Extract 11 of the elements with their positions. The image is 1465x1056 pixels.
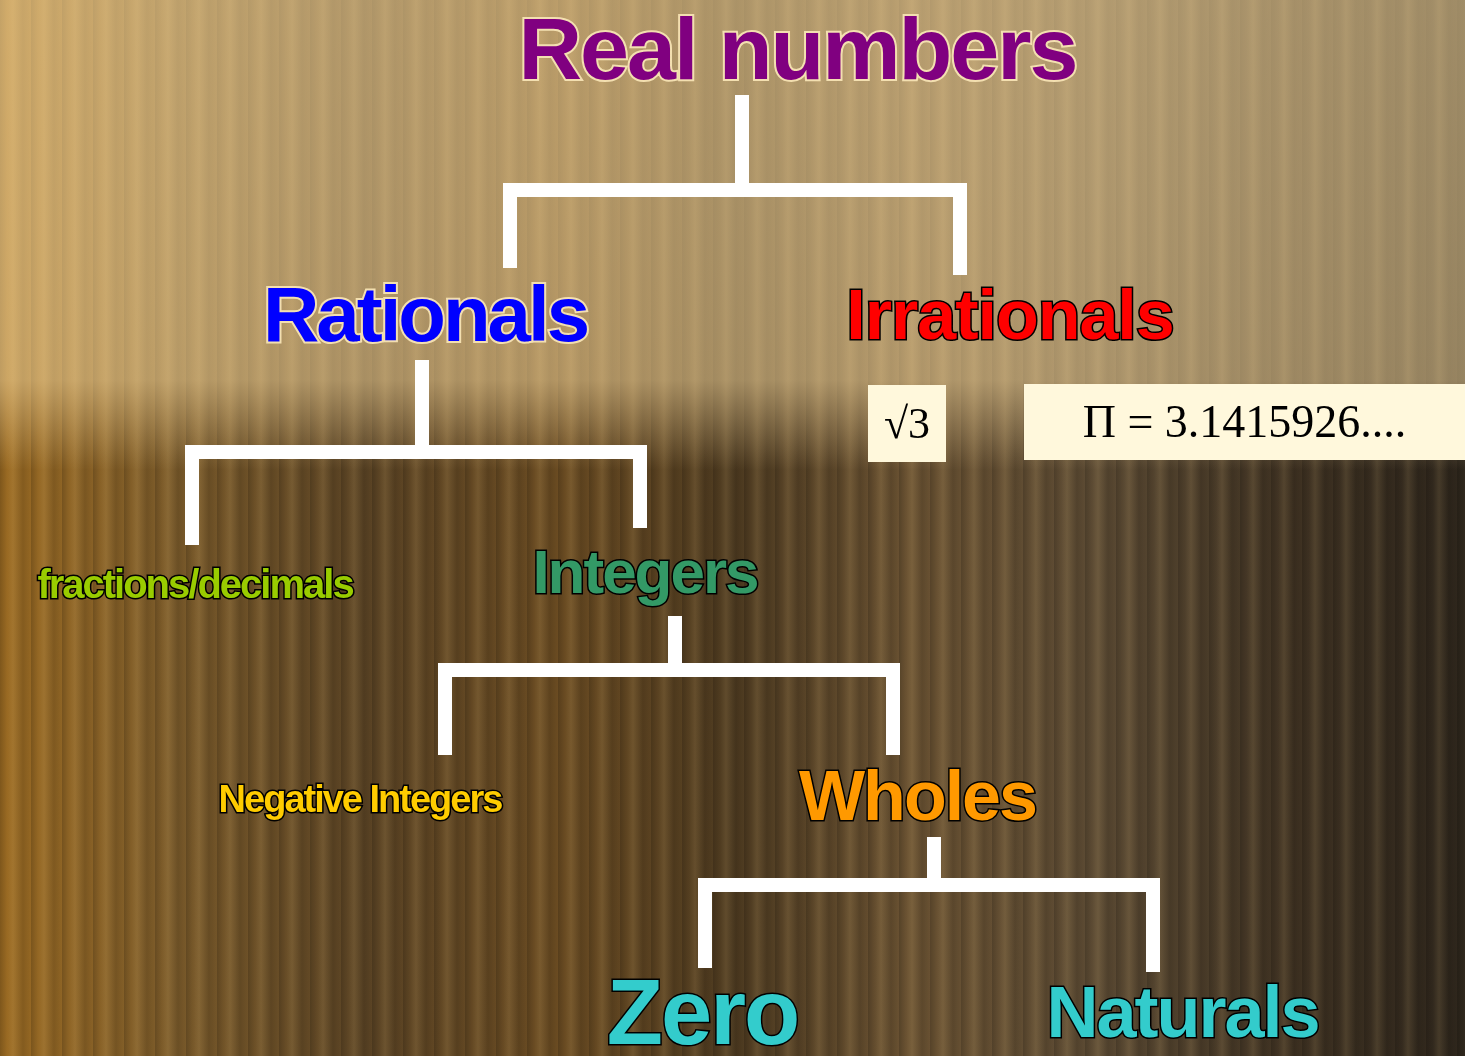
category-label: Irrationals <box>785 275 1235 355</box>
category-label: Naturals <box>1010 972 1355 1052</box>
formula-box: √3 <box>868 385 946 462</box>
category-label: Negative Integers <box>195 755 525 843</box>
category-label: Zero <box>565 968 840 1056</box>
formula-box: Π = 3.1415926.... <box>1024 384 1465 460</box>
category-label: Real numbers <box>435 2 1160 95</box>
category-label: Wholes <box>785 755 1050 837</box>
category-label: Rationals <box>235 268 615 360</box>
category-label: Integers <box>505 528 785 616</box>
category-label: fractions/decimals <box>10 545 380 623</box>
